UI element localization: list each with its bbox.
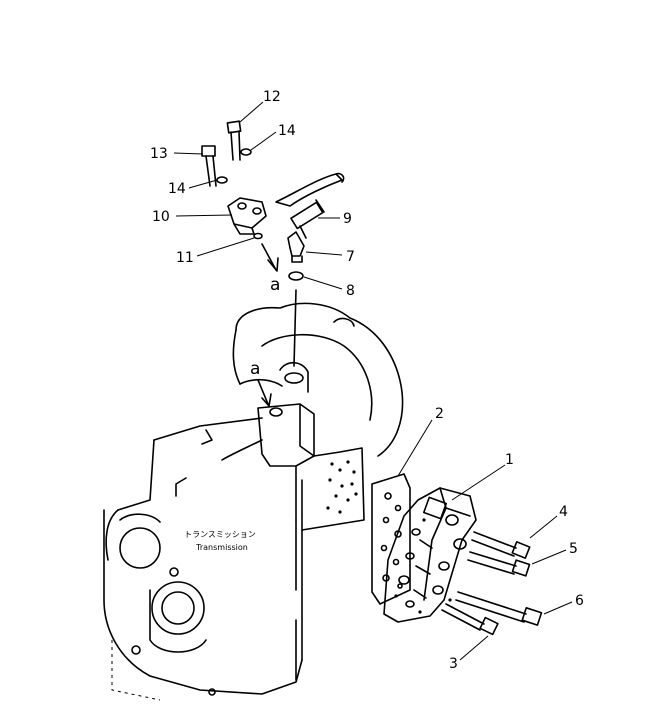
pipe-assembly [201, 120, 345, 281]
callout-3: 3 [449, 656, 458, 672]
callout-14-lower: 14 [168, 181, 186, 197]
ref-arrow-head [261, 393, 272, 407]
callout-1: 1 [505, 452, 514, 468]
callout-8: 8 [346, 283, 355, 299]
callout-7: 7 [346, 249, 355, 265]
control-valve-assembly [371, 473, 543, 636]
callout-13: 13 [150, 146, 168, 162]
transmission-label-jp: トランスミッション [184, 530, 256, 539]
ref-mark-upper: a [270, 275, 280, 295]
callout-9: 9 [343, 211, 352, 227]
callout-10: 10 [152, 209, 170, 225]
transmission-housing [103, 289, 404, 701]
transmission-label-en: Transmission [195, 543, 248, 552]
callout-4: 4 [559, 504, 568, 520]
callout-12: 12 [263, 89, 281, 105]
callout-5: 5 [569, 541, 578, 557]
mounting-face-holes [326, 460, 358, 514]
callout-2: 2 [435, 406, 444, 422]
leader-lines [173, 101, 573, 661]
gasket-holes [380, 492, 403, 589]
callout-labels: 1 2 3 4 5 6 7 8 9 10 11 12 13 14 14 [150, 89, 584, 672]
ref-arrow [257, 379, 269, 405]
ref-mark-lower: a [250, 359, 260, 379]
callout-14-upper: 14 [278, 123, 296, 139]
callout-11: 11 [176, 250, 194, 266]
callout-6: 6 [575, 593, 584, 609]
